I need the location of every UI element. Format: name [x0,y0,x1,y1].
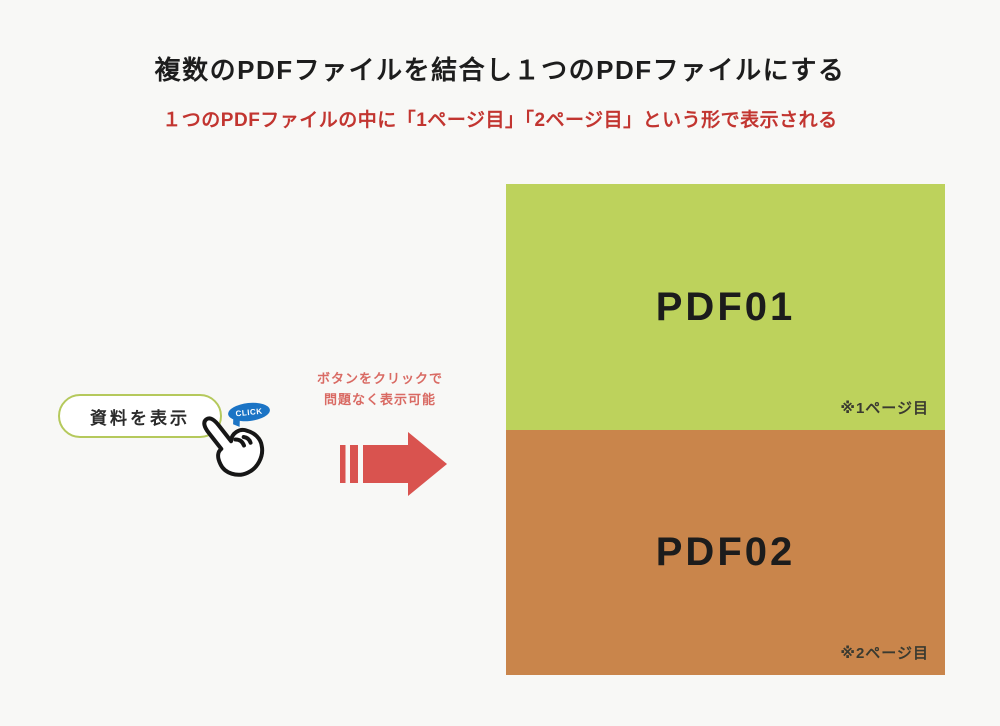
merge-arrow-icon [340,432,448,496]
page-title: 複数のPDFファイルを結合し１つのPDFファイルにする [154,55,846,85]
click-bubble-label: CLICK [235,406,263,418]
pdf-page-1: PDF01 ※1ページ目 [506,184,945,430]
pdf-page-2: PDF02 ※2ページ目 [506,430,945,675]
pdf-page-1-note: ※1ページ目 [840,400,929,417]
click-bubble: CLICK [227,400,271,424]
arrow-caption-line2: 問題なく表示可能 [323,392,436,407]
pdf-page-2-note: ※2ページ目 [840,645,929,662]
arrow-caption: ボタンをクリックで 問題なく表示可能 [290,368,470,410]
show-document-button[interactable]: 資料を表示 [58,394,222,438]
pdf-page-1-label: PDF01 [655,284,796,329]
merged-pdf-panel: PDF01 ※1ページ目 PDF02 ※2ページ目 [506,184,945,675]
show-document-button-label: 資料を表示 [90,408,190,428]
page-subtitle: １つのPDFファイルの中に「1ページ目」「2ページ目」という形で表示される [162,110,838,131]
arrow-caption-line1: ボタンをクリックで [316,371,443,386]
pdf-page-2-label: PDF02 [655,530,796,574]
